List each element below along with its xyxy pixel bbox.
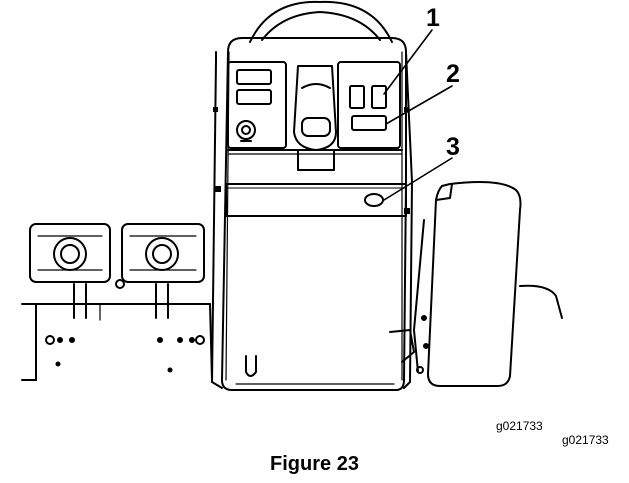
graphic-code-inner: g021733 (496, 419, 543, 433)
figure-caption: Figure 23 (270, 453, 359, 475)
console-base (235, 329, 415, 385)
pedal-left (29, 223, 111, 367)
steering-wheel-rim (249, 0, 393, 43)
floor-plate (21, 303, 213, 381)
callout-number-3: 3 (446, 133, 460, 161)
callout-number-1: 1 (426, 4, 440, 32)
steering-column (293, 65, 337, 171)
left-control-panel (236, 69, 272, 142)
console-band (213, 107, 410, 217)
console-line-drawing (21, 0, 563, 391)
leader-lines (383, 29, 453, 201)
graphic-code-outer: g021733 (562, 433, 609, 447)
right-control-panel (349, 85, 387, 131)
callout-number-2: 2 (446, 60, 460, 88)
operator-seat (413, 181, 563, 387)
pedal-right (115, 223, 205, 373)
